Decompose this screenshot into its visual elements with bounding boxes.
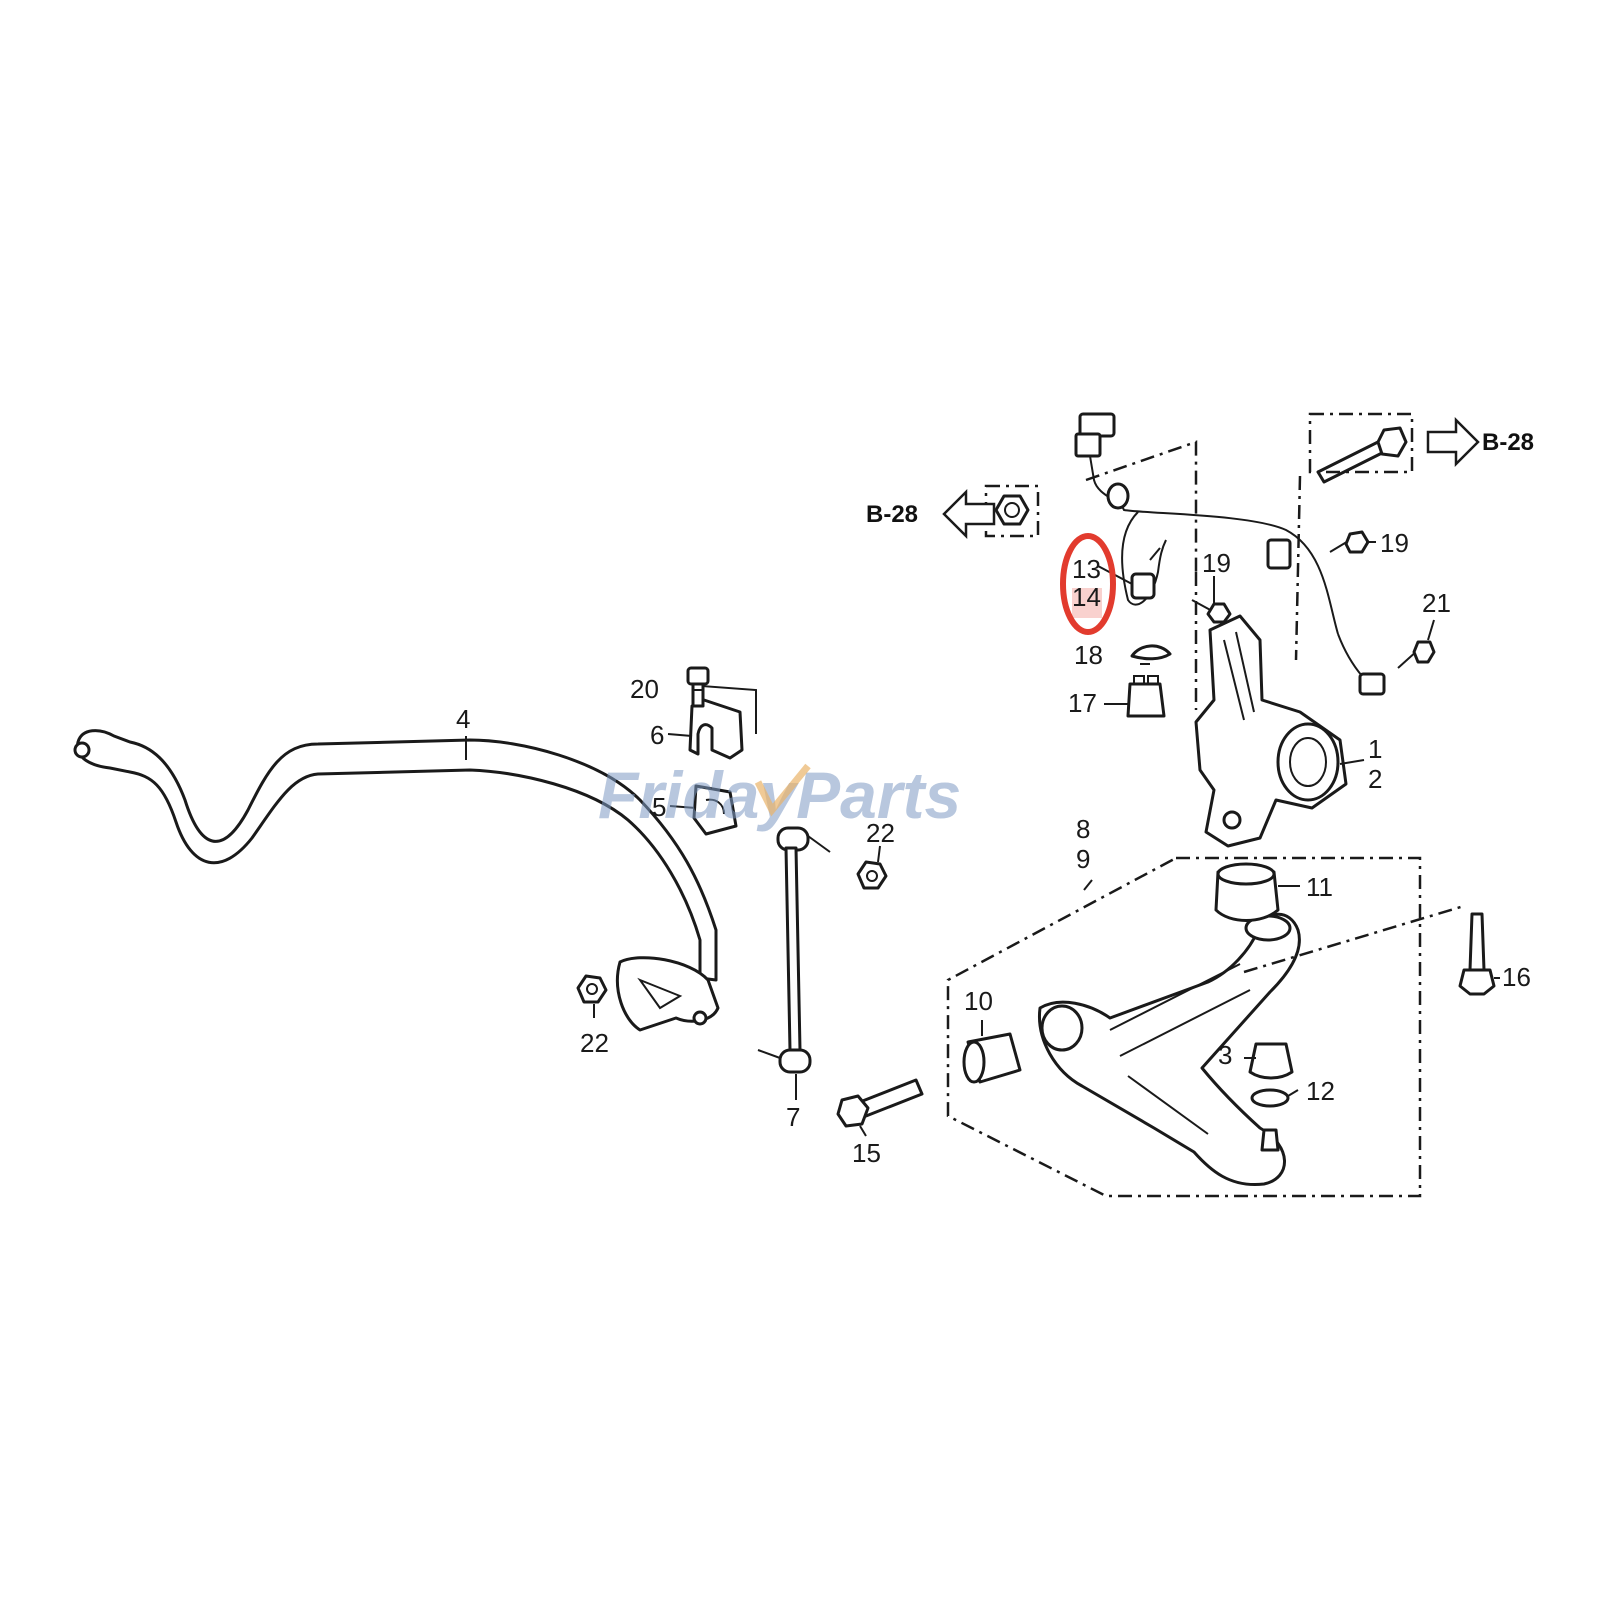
- watermark-text: FridayParts: [598, 758, 961, 832]
- stabilizer-link[interactable]: [757, 826, 831, 1074]
- lower-arm[interactable]: [1038, 912, 1301, 1187]
- callout-9: 9: [1076, 844, 1090, 874]
- callout-19-right: 19: [1380, 528, 1409, 558]
- callout-1: 1: [1368, 734, 1382, 764]
- callout-6: 6: [650, 720, 664, 750]
- reference-arrow-left: [942, 488, 996, 540]
- callout-18: 18: [1074, 640, 1103, 670]
- callout-13: 13: [1072, 554, 1101, 584]
- callout-22-upper: 22: [866, 818, 895, 848]
- knuckle-bolt[interactable]: [1316, 426, 1408, 484]
- flange-bolt-16[interactable]: [1458, 912, 1496, 996]
- watermark: FridayParts: [598, 758, 961, 832]
- self-locking-nut[interactable]: [994, 494, 1030, 526]
- steering-knuckle[interactable]: [1194, 614, 1348, 848]
- flange-bolt-21[interactable]: [1397, 640, 1436, 669]
- sensor-bolt-19-left[interactable]: [1191, 599, 1232, 624]
- highlight-ring: [1060, 533, 1116, 635]
- callout-16: 16: [1502, 962, 1531, 992]
- bushing-11[interactable]: [1214, 862, 1280, 922]
- callout-22-lower: 22: [580, 1028, 609, 1058]
- callout-2: 2: [1368, 764, 1382, 794]
- wheel-sensor-harness[interactable]: [1074, 412, 1386, 696]
- pin-18[interactable]: [1130, 644, 1172, 661]
- callout-20: 20: [630, 674, 659, 704]
- nut-22-upper[interactable]: [856, 860, 888, 890]
- callout-3: 3: [1218, 1040, 1232, 1070]
- callout-numbers: 1 2 3 4 5 6 7 8 9 10 11 12 13 14 15 16 1…: [456, 528, 1531, 1168]
- ball-joint-clip-12[interactable]: [1250, 1088, 1290, 1108]
- reference-arrow-right: [1426, 416, 1480, 468]
- callout-11: 11: [1306, 872, 1333, 902]
- nut-22-lower[interactable]: [576, 974, 608, 1004]
- callout-17: 17: [1068, 688, 1097, 718]
- castle-nut-17[interactable]: [1126, 675, 1166, 718]
- stabilizer-bar[interactable]: [73, 729, 720, 1032]
- callout-12: 12: [1306, 1076, 1335, 1106]
- callout-14: 14: [1072, 582, 1101, 612]
- callout-5: 5: [652, 792, 666, 822]
- compliance-bushing-10[interactable]: [962, 1032, 1022, 1084]
- callout-15: 15: [852, 1138, 881, 1168]
- ball-joint-boot[interactable]: [1248, 1042, 1294, 1080]
- flange-bolt-19-right[interactable]: [1329, 530, 1370, 554]
- flange-bolt-15[interactable]: [836, 1078, 924, 1128]
- wheel-speed-sensor[interactable]: [1130, 547, 1161, 600]
- callout-4: 4: [456, 704, 470, 734]
- callout-7: 7: [786, 1102, 800, 1132]
- callout-21: 21: [1422, 588, 1451, 618]
- callout-8: 8: [1076, 814, 1090, 844]
- stabilizer-bushing[interactable]: [692, 784, 738, 836]
- callout-10: 10: [964, 986, 993, 1016]
- reference-label-right[interactable]: B-28: [1482, 429, 1534, 456]
- reference-label-left[interactable]: B-28: [866, 501, 918, 528]
- ball-joint-stud[interactable]: [1260, 1128, 1280, 1152]
- callout-19-left: 19: [1202, 548, 1231, 578]
